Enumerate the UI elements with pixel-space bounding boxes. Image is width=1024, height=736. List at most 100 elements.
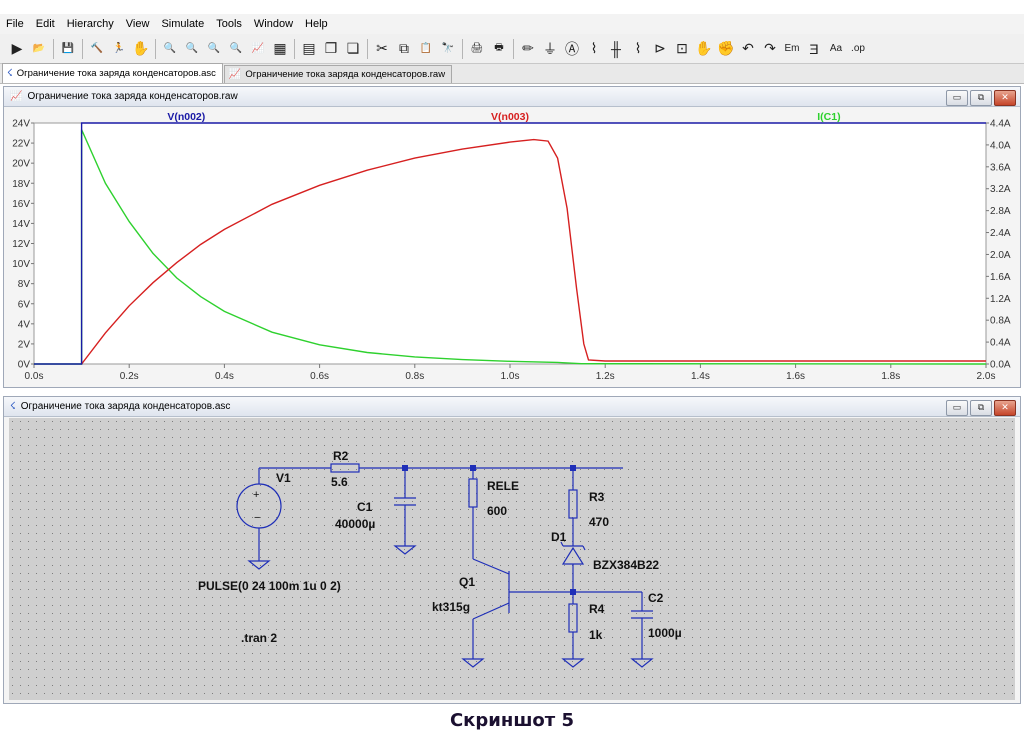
menu-tools[interactable]: Tools	[216, 18, 242, 30]
junction-dot	[570, 589, 576, 595]
diode-icon[interactable]: ⊳	[654, 40, 666, 56]
menu-hierarchy[interactable]: Hierarchy	[66, 18, 114, 30]
ground-icon	[247, 560, 271, 570]
x-tick-label: 1.0s	[501, 371, 520, 382]
menu-help[interactable]: Help	[305, 18, 328, 30]
legend-vn003: V(n003)	[491, 111, 529, 123]
control-panel-icon[interactable]: 🔨	[90, 43, 104, 54]
run-icon[interactable]: ▶	[11, 40, 23, 56]
capacitor-c1[interactable]	[394, 468, 416, 546]
caption: Скриншот 5	[449, 710, 575, 731]
mirror-icon[interactable]: Ǝ	[809, 40, 819, 57]
x-tick-label: 1.2s	[596, 371, 615, 382]
run-man-icon[interactable]: 🏃	[112, 43, 126, 54]
menu-view[interactable]: View	[125, 18, 150, 30]
y-left-tick-label: 12V	[12, 239, 30, 250]
relay-coil-rele[interactable]	[468, 468, 478, 559]
schematic-icon: ☇	[10, 401, 16, 412]
label-net-icon[interactable]: Ⓐ	[565, 40, 579, 57]
rele-label: RELE	[487, 479, 519, 493]
menu-bar: File Edit Hierarchy View Simulate Tools Window…	[0, 14, 1024, 34]
v1-label: V1	[276, 471, 291, 485]
tile-horiz-icon[interactable]: ▤	[302, 40, 316, 56]
y-right-tick-label: 0.8A	[990, 316, 1011, 327]
schematic-icon: ☇	[7, 68, 13, 79]
y-right-tick-label: 2.4A	[990, 228, 1011, 239]
ground-icon[interactable]: ⏚	[543, 40, 557, 57]
capacitor-c2[interactable]	[573, 591, 653, 659]
component-icon[interactable]: ⊡	[676, 40, 688, 56]
transistor-q1[interactable]	[472, 558, 573, 659]
x-tick-label: 1.6s	[786, 371, 805, 382]
schematic-window-title: Ограничение тока заряда конденсаторов.as…	[20, 401, 231, 412]
close-button[interactable]: ✕	[994, 400, 1016, 416]
tab-schematic[interactable]: ☇Ограничение тока заряда конденсаторов.a…	[2, 63, 223, 83]
copy-icon[interactable]: ⧉	[399, 40, 409, 56]
print-setup-icon[interactable]: 🖨	[470, 43, 484, 54]
text-icon[interactable]: Aa	[829, 43, 843, 54]
cascade-icon[interactable]: ❐	[324, 40, 338, 56]
x-tick-label: 0.4s	[215, 371, 234, 382]
c1-label: C1	[357, 500, 373, 514]
maximize-button[interactable]: ⧉	[970, 400, 992, 416]
cut-icon[interactable]: ✂	[376, 40, 388, 56]
menu-edit[interactable]: Edit	[35, 18, 55, 30]
tab-waveform[interactable]: 📈Ограничение тока заряда конденсаторов.r…	[223, 65, 453, 83]
hand-pan-icon[interactable]: ✋	[132, 40, 150, 56]
zoom-cancel-icon[interactable]: 🔍	[229, 43, 243, 54]
open-icon[interactable]: 📂	[32, 43, 46, 54]
inductor-icon[interactable]: ⌇	[634, 40, 642, 56]
y-left-tick-label: 10V	[12, 259, 30, 270]
minimize-button[interactable]: ▭	[946, 90, 968, 106]
window-icon[interactable]: ❏	[346, 40, 360, 56]
zoom-area-icon[interactable]: 🔍	[185, 43, 199, 54]
zoom-out-icon[interactable]: 🔍	[207, 43, 221, 54]
rotate-icon[interactable]: Em	[784, 43, 800, 54]
spice-directive[interactable]: .tran 2	[241, 631, 277, 645]
legend-ic1: I(C1)	[817, 111, 840, 123]
y-right-tick-label: 1.6A	[990, 272, 1011, 283]
redo-icon[interactable]: ↷	[764, 40, 776, 56]
menu-file[interactable]: File	[6, 18, 24, 30]
zoom-in-icon[interactable]: 🔍	[163, 43, 177, 54]
document-tabs: ☇Ограничение тока заряда конденсаторов.a…	[0, 63, 1024, 84]
resistor-r3[interactable]	[568, 468, 578, 546]
resistor-icon[interactable]: ⌇	[590, 40, 598, 56]
y-left-tick-label: 14V	[12, 219, 30, 230]
minimize-button[interactable]: ▭	[946, 400, 968, 416]
paste-icon[interactable]: 📋	[419, 43, 433, 54]
move-icon[interactable]: ✋	[695, 40, 713, 56]
schematic-window: ☇ Ограничение тока заряда конденсаторов.…	[3, 396, 1021, 704]
legend-vn002: V(n002)	[167, 111, 205, 123]
autorange-icon[interactable]: 📈	[251, 43, 265, 54]
schematic-canvas[interactable]: + − V1 PULSE(0 24 100m 1u 0 2) R2 5.6 C1…	[9, 418, 1015, 700]
undo-icon[interactable]: ↶	[742, 40, 754, 56]
grid-icon[interactable]: ▦	[273, 40, 287, 56]
plot-area	[33, 122, 987, 365]
x-tick-label: 1.8s	[881, 371, 900, 382]
source-plus-symbol: +	[253, 489, 259, 501]
d1-value: BZX384B22	[593, 558, 659, 572]
y-left-tick-label: 16V	[12, 199, 30, 210]
waveform-icon: 📈	[228, 69, 242, 80]
c1-value: 40000µ	[335, 517, 375, 531]
capacitor-icon[interactable]: ╫	[611, 40, 621, 57]
voltage-source-v1[interactable]	[236, 468, 282, 561]
menu-simulate[interactable]: Simulate	[161, 18, 205, 30]
menu-window[interactable]: Window	[253, 18, 294, 30]
save-icon[interactable]: 💾	[61, 43, 75, 54]
print-icon[interactable]: 🖶	[494, 42, 504, 53]
close-button[interactable]: ✕	[994, 90, 1016, 106]
find-icon[interactable]: 🔭	[441, 43, 455, 54]
r2-value: 5.6	[331, 475, 348, 489]
y-left-tick-label: 6V	[18, 299, 31, 310]
junction-dot	[570, 465, 576, 471]
spice-directive-icon[interactable]: .op	[851, 43, 865, 54]
zener-diode-d1[interactable]	[560, 541, 586, 592]
pencil-icon[interactable]: ✏	[522, 40, 534, 56]
series-vn002	[34, 122, 986, 365]
x-tick-label: 0.6s	[310, 371, 329, 382]
drag-icon[interactable]: ✊	[717, 40, 735, 56]
maximize-button[interactable]: ⧉	[970, 90, 992, 106]
